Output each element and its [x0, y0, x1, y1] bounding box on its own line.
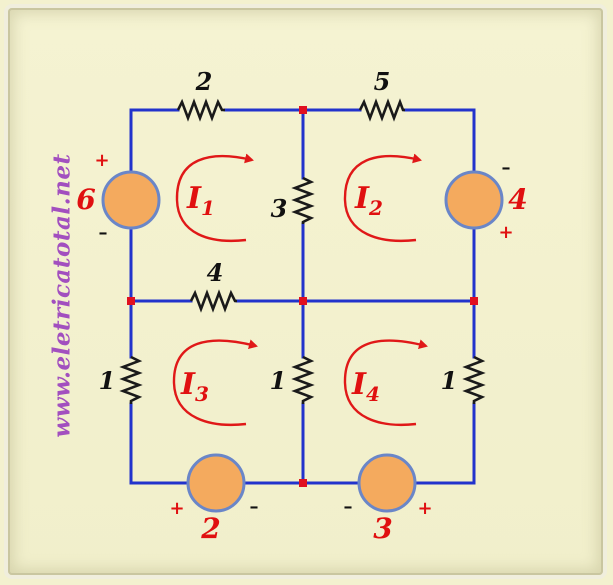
resistor-label-mid-vertical: 3: [271, 194, 288, 223]
wire-low-left-bot: [129, 402, 191, 485]
source-right-circle: [444, 170, 504, 230]
resistor-low-left: [119, 355, 143, 404]
loop-arrow-1: [175, 153, 254, 242]
source-bottom-left-value: 2: [200, 512, 220, 545]
resistor-label-top-left: 2: [195, 67, 213, 96]
source-left-value: 6: [76, 183, 95, 216]
resistor-low-center: [291, 355, 315, 404]
source-left-bottom-sign: –: [99, 222, 108, 243]
wire-top-right-b: [403, 108, 476, 174]
resistor-top-right: [358, 98, 405, 122]
source-left-circle: [101, 170, 161, 230]
circuit-wires: [129, 108, 476, 485]
node-right-mid: [470, 297, 478, 305]
resistor-top-left: [176, 98, 225, 122]
source-bottom-right-right-sign: +: [417, 498, 432, 519]
loop-label-1: I1: [186, 181, 215, 220]
node-bottom-mid: [299, 479, 307, 487]
source-bottom-left-left-sign: +: [169, 498, 184, 519]
resistor-label-low-center: 1: [270, 366, 287, 395]
resistor-label-low-right: 1: [441, 366, 458, 395]
node-center: [299, 297, 307, 305]
wire-low-right-bot: [413, 402, 476, 485]
source-right-value: 4: [508, 183, 527, 216]
source-bottom-right-circle: [357, 453, 417, 513]
loop-label-3: I3: [180, 367, 209, 406]
resistor-low-right: [462, 355, 486, 404]
loop-arrow-2: [343, 153, 422, 242]
resistor-mid-vertical: [291, 176, 315, 224]
node-left-mid: [127, 297, 135, 305]
source-right-top-sign: –: [502, 157, 511, 178]
resistor-label-low-left: 1: [99, 366, 116, 395]
source-bottom-right-value: 3: [373, 512, 392, 545]
loop-label-4: I4: [351, 367, 380, 406]
loop-arrow-3: [172, 339, 258, 426]
source-bottom-left-circle: [186, 453, 246, 513]
loop-arrow-4: [343, 339, 428, 426]
resistor-mid-horizontal: [189, 289, 237, 313]
source-left-top-sign: +: [94, 150, 109, 171]
source-bottom-right-left-sign: –: [344, 496, 353, 517]
source-right-bottom-sign: +: [498, 222, 513, 243]
loop-label-2: I2: [354, 181, 383, 220]
resistor-label-mid-horizontal: 4: [207, 258, 224, 287]
resistor-label-top-right: 5: [374, 67, 391, 96]
node-top-mid: [299, 106, 307, 114]
source-bottom-left-right-sign: –: [250, 496, 259, 517]
